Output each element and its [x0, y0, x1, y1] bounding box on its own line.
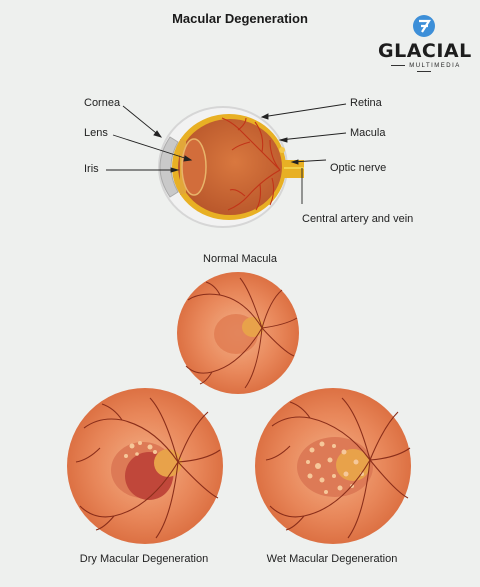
lens	[181, 138, 207, 196]
label-retina: Retina	[350, 97, 382, 109]
caption-wet: Wet Macular Degeneration	[266, 553, 398, 565]
eye-cross-section	[158, 106, 304, 228]
label-central-artery: Central artery and vein	[302, 213, 414, 225]
macula-dot	[279, 147, 285, 153]
label-optic-nerve: Optic nerve	[330, 162, 387, 174]
caption-dry: Dry Macular Degeneration	[79, 553, 209, 565]
retina-vessels	[221, 117, 281, 211]
logo-subtitle: MULTIMEDIA	[378, 63, 470, 75]
dry-retina	[67, 388, 223, 544]
page-title: Macular Degeneration	[172, 11, 308, 26]
normal-retina	[177, 272, 299, 394]
caption-normal-macula: Normal Macula	[203, 253, 277, 265]
label-lens: Lens	[84, 127, 108, 139]
callout-lines	[106, 103, 347, 204]
label-iris: Iris	[84, 163, 99, 175]
label-macula: Macula	[350, 127, 386, 139]
dry-drusen	[124, 441, 157, 458]
label-cornea: Cornea	[84, 97, 121, 109]
eyeball-interior	[178, 119, 282, 215]
logo-name: GLACIAL	[378, 40, 472, 62]
wet-retina	[255, 388, 411, 544]
glacial-logo: GLACIAL MULTIMEDIA	[378, 12, 472, 75]
